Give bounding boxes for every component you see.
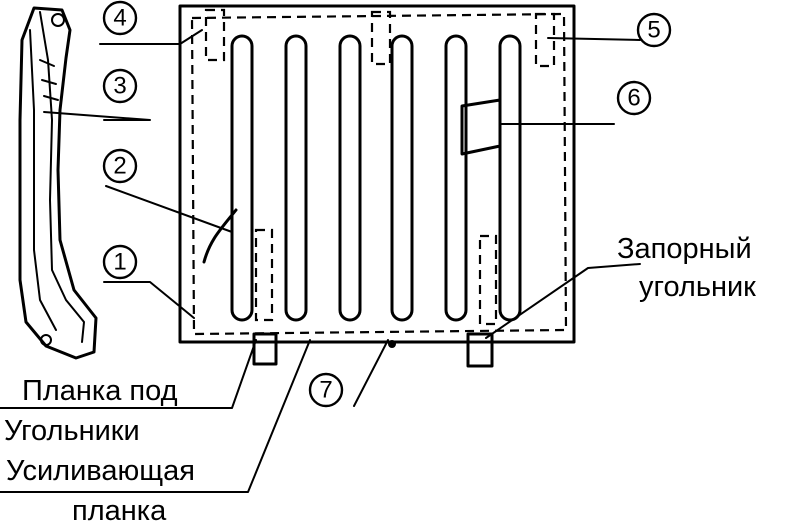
bracket-6: [460, 98, 502, 156]
vertical-ribs: [230, 34, 522, 322]
text-labels: Запорный угольник Планка под Угольники У…: [4, 233, 756, 526]
corners-label: Угольники: [4, 415, 140, 447]
callout-circles: 4 3 2 1 5 6 7: [102, 0, 672, 408]
hidden-parts: [204, 8, 556, 326]
rib-6: [498, 34, 522, 322]
rib-3: [338, 34, 362, 322]
callout-7-circle: [308, 372, 344, 408]
rib-5: [444, 34, 468, 322]
callout-3-circle: [102, 68, 138, 104]
callout-7: 7: [319, 377, 332, 404]
lock-corner-label-line2: угольник: [639, 271, 756, 303]
callout-5: 5: [647, 17, 660, 44]
callout-5-circle: [636, 12, 672, 48]
callout-3: 3: [113, 73, 126, 100]
callout-4: 4: [113, 5, 126, 32]
door-panel: [178, 4, 576, 344]
side-profile: [18, 6, 98, 360]
rib-2: [284, 34, 308, 322]
bottom-lugs: [252, 332, 494, 368]
reinforcing-bar-label-line1: Усиливающая: [6, 455, 195, 487]
callout-4-circle: [102, 0, 138, 36]
rib-1: [230, 34, 254, 322]
reinforcing-bar-label-line2: планка: [72, 495, 167, 526]
rib-4: [390, 34, 414, 322]
callout-2-circle: [102, 148, 138, 184]
callout-2: 2: [113, 153, 126, 180]
leader-lines: [0, 29, 641, 493]
bar-under-label: Планка под: [22, 375, 178, 407]
callout-6: 6: [627, 85, 640, 112]
lock-corner-label-line1: Запорный: [617, 233, 752, 265]
callout-1: 1: [113, 249, 126, 276]
callout-1-circle: [102, 244, 138, 280]
callout-6-circle: [616, 80, 652, 116]
